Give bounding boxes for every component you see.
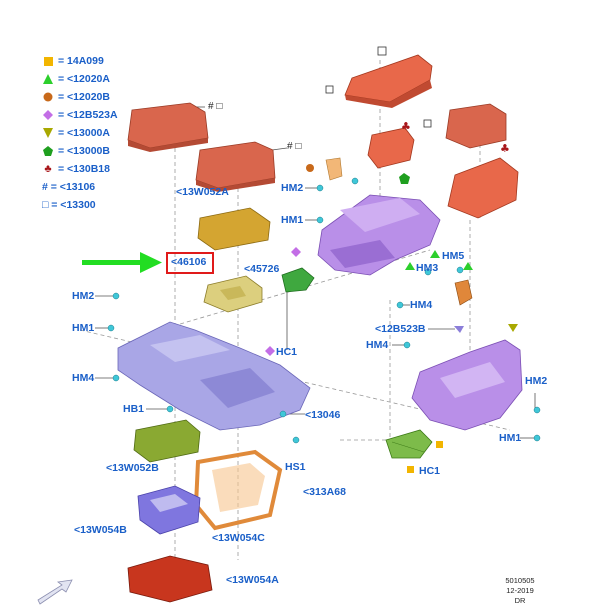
floor-mat-rear-right: [445, 103, 519, 219]
front-floor-lavender: [117, 321, 311, 431]
hash-box-marker-1: # □: [208, 101, 223, 112]
legend-item: = <13000B: [42, 142, 162, 160]
label-13w054b: <13W054B: [74, 524, 127, 536]
label-313a68: <313A68: [303, 486, 346, 498]
fastener-markers: [107, 177, 541, 444]
insulator-13w052b: [133, 419, 201, 463]
marker-130b18-1: ♣: [401, 120, 411, 133]
marker-12b523a-top: [291, 247, 301, 257]
label-hm2-left: HM2: [72, 290, 95, 302]
legend-item: = <12B523A: [42, 106, 162, 124]
label-hs1: HS1: [285, 461, 306, 473]
reference-date: 12-2019: [506, 586, 534, 595]
mat-13w054a: [127, 555, 213, 603]
label-13w054a: <13W054A: [226, 574, 279, 586]
bracket-hm3: [454, 279, 473, 306]
label-hc1-right: HC1: [419, 465, 441, 477]
highlight-arrow: [82, 252, 162, 273]
reference-code: DR: [514, 596, 526, 605]
reference-number: 5010505: [505, 576, 535, 585]
pad-12020b: [325, 157, 343, 181]
label-hm2-mid: HM2: [281, 182, 304, 194]
label-13w052b: <13W052B: [106, 462, 159, 474]
label-46106: <46106: [171, 256, 207, 268]
legend-item: = <12020A: [42, 70, 162, 88]
tray-13w054b: [137, 485, 201, 535]
insulator-45726: [203, 275, 263, 313]
triangle-down-icon: [42, 127, 54, 139]
label-hm1-right: HM1: [499, 432, 522, 444]
highlight-callout-box: [166, 252, 214, 274]
legend-item: # = <13106: [42, 181, 96, 193]
label-13w054c: <13W054C: [212, 532, 265, 544]
marker-12020a-2: [405, 262, 415, 270]
legend-item: = <12020B: [42, 88, 162, 106]
label-13w052a: <13W052A: [176, 186, 229, 198]
marker-13000b: [399, 173, 410, 184]
marker-12020b: [306, 164, 314, 172]
marker-12020a-3: [463, 262, 473, 270]
label-45726: <45726: [244, 263, 280, 275]
insulator-13w052a: [197, 207, 271, 251]
label-hm1-left: HM1: [72, 322, 95, 334]
legend-item: = <13000A: [42, 124, 162, 142]
floor-mat-center: [367, 127, 415, 169]
label-hm1-mid: HM1: [281, 214, 304, 226]
marker-13300-2: [423, 119, 432, 128]
label-12b523b: <12B523B: [375, 323, 426, 335]
legend-item: □ = <13300: [42, 199, 96, 211]
legend-item: ♣= <130B18: [42, 160, 162, 178]
label-hm4-left: HM4: [72, 372, 95, 384]
club-icon: ♣: [44, 163, 52, 175]
pentagon-icon: [42, 145, 54, 157]
floor-mat-rear-top: [344, 46, 433, 108]
rear-floor-purple: [317, 194, 441, 276]
marker-12b523a-hc1: [265, 346, 275, 356]
marker-14a099-1: [436, 441, 443, 448]
leader-lines: [95, 106, 536, 439]
circle-icon: [42, 91, 54, 103]
diamond-icon: [42, 109, 54, 121]
marker-13000a: [508, 324, 518, 332]
triangle-icon: [42, 73, 54, 85]
label-hm5: HM5: [442, 250, 465, 262]
insulator-green-mid: [281, 267, 315, 293]
floor-mat-front-right: [195, 141, 276, 192]
marker-12b523b: [454, 326, 464, 333]
label-hm2-right: HM2: [525, 375, 548, 387]
label-hb1: HB1: [123, 403, 145, 415]
label-hm4-right: HM4: [366, 339, 389, 351]
label-hc1-left: HC1: [276, 346, 298, 358]
marker-13300-1: [325, 85, 334, 94]
label-hm4-mid: HM4: [410, 299, 433, 311]
hash-box-marker-2: # □: [287, 141, 302, 152]
marker-14a099-2: [407, 466, 414, 473]
marker-12020a-1: [430, 250, 440, 258]
insulator-green-right: [385, 429, 433, 459]
label-13046: <13046: [305, 409, 341, 421]
legend-item: = 14A099: [42, 52, 162, 70]
diagram-reference: 5010505 12-2019 DR: [500, 576, 540, 606]
front-direction-arrow: [37, 579, 73, 605]
floor-mat-front-left: [127, 102, 209, 152]
legend: = 14A099 = <12020A = <12020B = <12B523A …: [42, 52, 162, 214]
label-hm3: HM3: [416, 262, 439, 274]
marker-130b18-2: ♣: [500, 142, 510, 155]
rear-panel-purple: [411, 339, 523, 431]
square-icon: [42, 55, 54, 67]
